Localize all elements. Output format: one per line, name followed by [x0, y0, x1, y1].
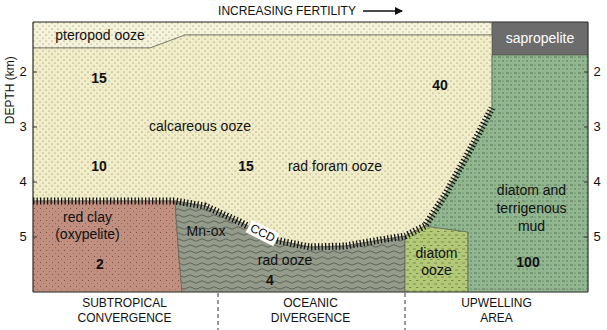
axis-line: [588, 22, 589, 292]
sediment-region: red clay (oxypelite): [33, 201, 182, 292]
region-label: rad foram ooze: [287, 158, 383, 175]
tick-mark: [584, 182, 588, 183]
region-fill: [33, 201, 182, 292]
region-texture: [405, 226, 468, 292]
rate-number: 4: [266, 272, 275, 289]
region-texture: [175, 201, 405, 292]
region-label: Mn-ox: [186, 223, 226, 240]
rate-number: 40: [432, 77, 449, 94]
tick-label: 5: [593, 229, 602, 245]
tick-label: 3: [593, 119, 602, 135]
sediment-region: Mn-ox rad ooze: [175, 201, 405, 292]
region-texture: [33, 35, 492, 247]
fertility-arrow: [363, 10, 402, 11]
region-label: sapropelite: [505, 30, 575, 47]
sediment-region: pteropod ooze: [33, 22, 492, 48]
region-fill: [492, 22, 588, 55]
tick-mark: [33, 237, 37, 238]
sediment-region: sapropelite: [492, 22, 588, 55]
tick-label: 4: [19, 174, 28, 190]
region-label: red clay (oxypelite): [38, 209, 138, 243]
region-label: diatom ooze: [408, 245, 466, 279]
zone-label: UPWELLING AREA: [449, 296, 544, 326]
tick-label: 4: [593, 174, 602, 190]
tick-mark: [584, 237, 588, 238]
tick-mark: [33, 127, 37, 128]
rate-number: 15: [91, 70, 108, 87]
tick-label: 2: [19, 64, 28, 80]
tick-mark: [33, 182, 37, 183]
frame-line: [33, 22, 588, 23]
zone-label: SUBTROPICAL CONVERGENCE: [65, 296, 185, 326]
region-fill: [33, 35, 492, 247]
region-shape: [175, 201, 405, 292]
zone-label: OCEANIC DIVERGENCE: [251, 296, 371, 326]
region-fill: [175, 201, 405, 292]
rate-number: 15: [238, 158, 255, 175]
region-label: calcareous ooze: [149, 118, 252, 135]
region-label: pteropod ooze: [55, 27, 146, 44]
region-label: diatom and terrigenous mud: [487, 181, 577, 236]
sediment-region: diatom ooze: [405, 226, 468, 292]
tick-mark: [584, 127, 588, 128]
zone-divider: [218, 293, 219, 330]
rate-number: 100: [516, 254, 541, 271]
zone-divider: [405, 293, 406, 330]
frame-line: [33, 292, 588, 293]
region-label: rad ooze: [257, 252, 313, 269]
tick-label: 5: [19, 229, 28, 245]
tick-mark: [33, 72, 37, 73]
region-texture: [33, 201, 182, 292]
tick-label: 3: [19, 119, 28, 135]
tick-label: 2: [593, 64, 602, 80]
region-texture: [425, 55, 588, 292]
axis-title: DEPTH (km): [3, 55, 17, 124]
rate-number: 2: [96, 256, 105, 273]
tick-mark: [584, 72, 588, 73]
rate-number: 10: [91, 158, 108, 175]
region-fill: [405, 226, 468, 292]
region-fill: [425, 55, 588, 292]
axis-line: [33, 22, 34, 292]
axis-title: INCREASING FERTILITY: [218, 4, 357, 18]
